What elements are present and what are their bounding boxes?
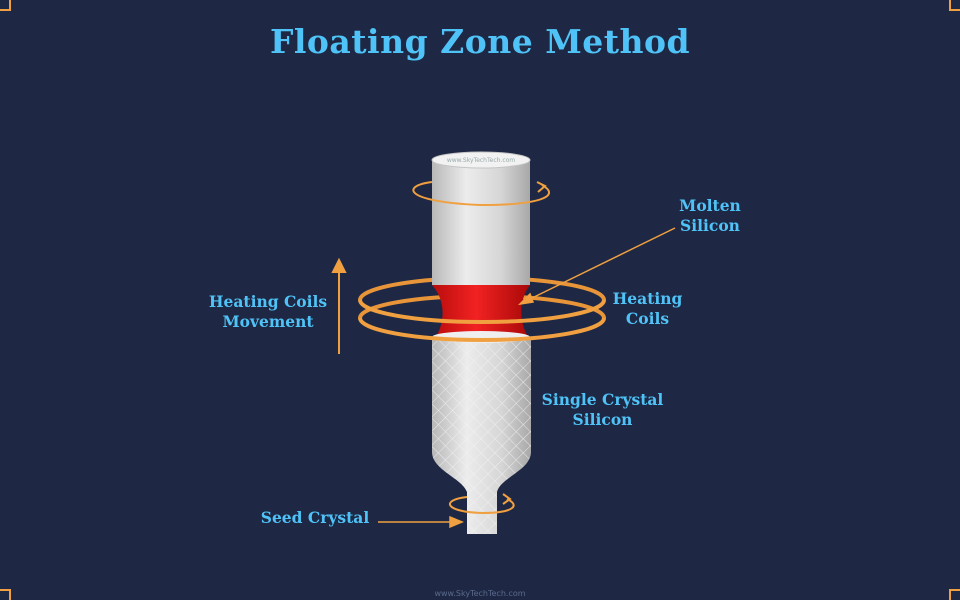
molten-zone (432, 285, 530, 335)
page-title: Floating Zone Method (269, 22, 691, 61)
svg-text:www.SkyTechTech.com: www.SkyTechTech.com (447, 157, 515, 164)
molten-pointer-arrow-icon (517, 227, 676, 306)
label-heating-line2: Coils (625, 309, 670, 328)
label-heating-coils-movement: Heating Coils Movement (198, 292, 338, 332)
label-heating-coils: Heating Coils (600, 289, 695, 329)
top-rotation-arrow-icon (412, 181, 551, 207)
label-single-line1: Single Crystal (541, 390, 664, 409)
label-heating-line1: Heating (612, 289, 683, 308)
label-single-line2: Silicon (572, 410, 633, 429)
single-crystal-rod (432, 331, 531, 534)
label-movement-line1: Heating Coils (208, 292, 328, 311)
label-single-crystal-silicon: Single Crystal Silicon (530, 390, 675, 430)
label-molten-line2: Silicon (680, 216, 740, 235)
label-movement-line2: Movement (222, 312, 314, 331)
seed-pointer-arrow-icon (378, 515, 464, 529)
label-seed-crystal: Seed Crystal (260, 508, 370, 527)
label-molten-silicon: Molten Silicon (660, 196, 760, 236)
heating-coils-front (358, 299, 606, 342)
label-molten-line1: Molten (679, 196, 741, 215)
watermark: www.SkyTechTech.com (434, 589, 526, 598)
movement-arrow-icon (331, 257, 347, 354)
seed-rotation-arrow-icon (448, 493, 515, 515)
polycrystalline-rod: www.SkyTechTech.com (431, 151, 531, 285)
